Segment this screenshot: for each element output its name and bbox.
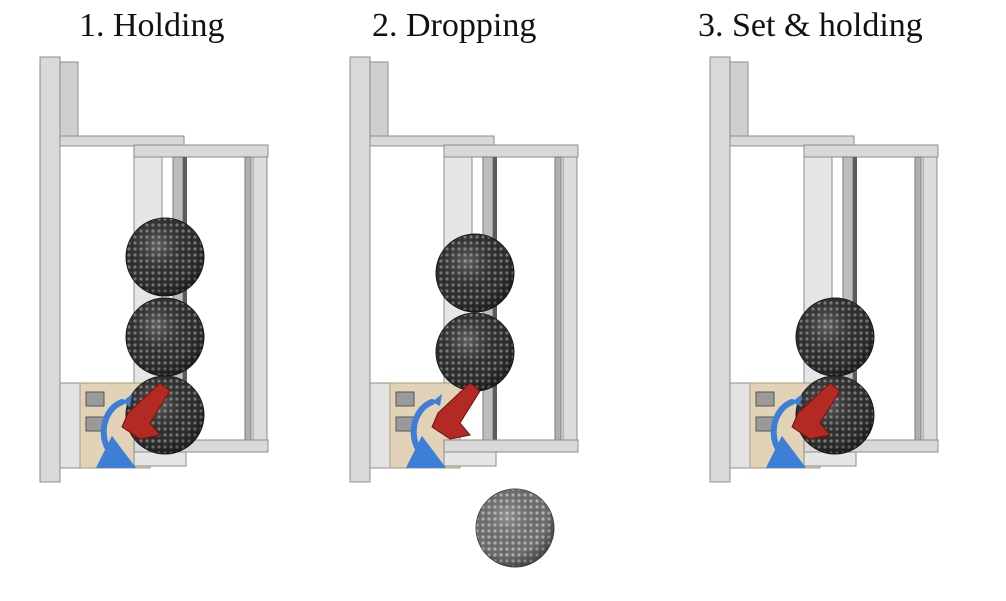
golf-ball-shading xyxy=(796,298,874,376)
servo-mount xyxy=(59,382,81,469)
frame-top-arm xyxy=(729,135,855,147)
frame-top-arm xyxy=(59,135,185,147)
tube-top-rail xyxy=(133,144,269,158)
latch-lever xyxy=(121,382,171,440)
latch-lever xyxy=(791,382,841,440)
servo-screw-top xyxy=(85,391,105,407)
tube-outer-wall xyxy=(562,156,578,448)
tube-bottom-rail xyxy=(443,439,579,453)
golf-ball-shading xyxy=(126,298,204,376)
tube-rod-right xyxy=(914,156,922,448)
rotation-arrow-tail xyxy=(432,394,442,406)
golf-ball-shading xyxy=(126,218,204,296)
servo-mount xyxy=(729,382,751,469)
golf-ball-shading xyxy=(436,234,514,312)
frame-bracket xyxy=(729,61,749,145)
mechanism-assembly-2 xyxy=(349,56,579,568)
servo-screw-top xyxy=(395,391,415,407)
frame-top-arm xyxy=(369,135,495,147)
tube-rod-shadow xyxy=(183,157,187,447)
base-foot xyxy=(443,451,497,467)
dropped-ball-shading xyxy=(476,489,554,567)
tube-rod-right xyxy=(244,156,252,448)
panel-title-3: 3. Set & holding xyxy=(698,7,923,44)
golf-ball-shading xyxy=(436,313,514,391)
mechanism-assembly-3 xyxy=(709,56,939,483)
curved-rotation-arrow-icon xyxy=(95,399,137,469)
frame-bracket xyxy=(369,61,389,145)
rotation-arrow-tail xyxy=(792,394,802,406)
curved-rotation-arrow-icon xyxy=(765,399,807,469)
tube-outer-wall xyxy=(252,156,268,448)
servo-screw-top xyxy=(755,391,775,407)
mechanism-assembly-1 xyxy=(39,56,269,483)
panel-title-2: 2. Dropping xyxy=(372,7,537,44)
panel-title-1: 1. Holding xyxy=(79,7,225,44)
tube-rod-right xyxy=(554,156,562,448)
tube-rod-shadow xyxy=(853,157,857,447)
frame-plate xyxy=(39,56,61,483)
frame-plate xyxy=(349,56,371,483)
frame-plate xyxy=(709,56,731,483)
rotation-arrow-tail xyxy=(122,394,132,406)
tube-top-rail xyxy=(443,144,579,158)
frame-bracket xyxy=(59,61,79,145)
servo-mount xyxy=(369,382,391,469)
latch-lever xyxy=(431,382,481,440)
curved-rotation-arrow-icon xyxy=(405,399,447,469)
tube-top-rail xyxy=(803,144,939,158)
tube-outer-wall xyxy=(922,156,938,448)
